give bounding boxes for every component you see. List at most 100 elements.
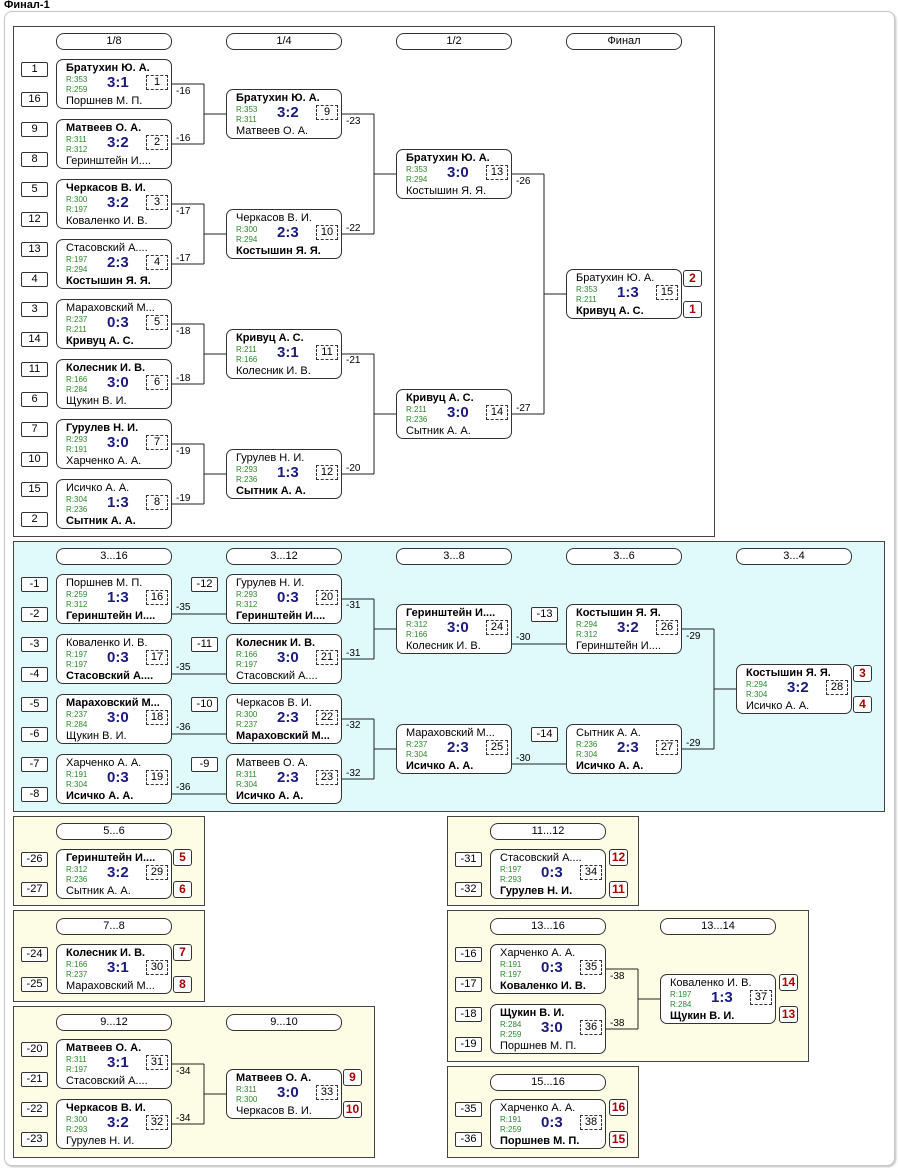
player-rating: R:197	[66, 205, 88, 214]
player-name: Мараховский М...	[66, 980, 155, 992]
match-score: 0:3	[107, 314, 129, 331]
place-badge: 16	[609, 1099, 628, 1116]
player-rating: R:191	[66, 445, 88, 454]
player-name: Костышин Я. Я.	[66, 275, 151, 287]
player-rating: R:300	[236, 225, 258, 234]
player-rating: R:237	[66, 710, 88, 719]
place-badge: 3	[853, 665, 872, 682]
round-header: 9...10	[226, 1014, 342, 1031]
match-score: 3:0	[447, 619, 469, 636]
seed-box: -36	[455, 1132, 482, 1147]
loser-label: -18	[176, 373, 191, 384]
player-rating: R:211	[576, 295, 597, 304]
player-rating: R:236	[66, 875, 88, 884]
place-badge: 14	[779, 974, 798, 991]
seed-box: 14	[21, 332, 48, 347]
match-number: 37	[750, 990, 772, 1005]
match-score: 2:3	[617, 739, 639, 756]
place-badge: 15	[609, 1131, 628, 1148]
player-name: Мараховский М...	[66, 697, 160, 709]
player-rating: R:304	[66, 780, 88, 789]
player-name: Поршнев М. П.	[500, 1135, 580, 1147]
round-header: 7...8	[56, 918, 172, 935]
match-number: 14	[486, 405, 508, 420]
match-score: 3:2	[787, 679, 809, 696]
player-rating: R:294	[66, 265, 88, 274]
match-score: 0:3	[541, 1114, 563, 1131]
round-header: 1/4	[226, 33, 342, 50]
player-rating: R:166	[66, 375, 88, 384]
round-header: 3...6	[566, 548, 682, 565]
player-rating: R:197	[670, 990, 692, 999]
place-badge: 8	[173, 976, 192, 993]
match-number: 26	[656, 620, 678, 635]
player-rating: R:353	[66, 75, 88, 84]
match-number: 25	[486, 740, 508, 755]
player-name: Харченко А. А.	[66, 757, 142, 769]
loser-label: -17	[176, 206, 191, 217]
player-rating: R:236	[406, 415, 428, 424]
player-name: Костышин Я. Я.	[746, 667, 831, 679]
player-rating: R:197	[236, 660, 258, 669]
player-name: Кривуц А. С.	[236, 332, 304, 344]
player-name: Матвеев О. А.	[236, 757, 309, 769]
seed-box: -23	[21, 1132, 48, 1147]
match-number: 29	[146, 865, 168, 880]
loser-label: -31	[346, 600, 361, 611]
match-number: 34	[580, 865, 602, 880]
player-name: Щукин В. И.	[500, 1007, 565, 1019]
loser-label: -16	[176, 133, 191, 144]
seed-box: -20	[21, 1042, 48, 1057]
match-score: 1:3	[107, 494, 129, 511]
player-name: Братухин Ю. А.	[576, 272, 655, 284]
seed-box: 11	[21, 362, 48, 377]
match-score: 2:3	[447, 739, 469, 756]
place-badge: 10	[343, 1101, 362, 1118]
loser-label: -18	[176, 326, 191, 337]
match-score: 0:3	[277, 589, 299, 606]
seed-box: -10	[191, 697, 218, 712]
player-rating: R:284	[66, 385, 88, 394]
player-name: Черкасов В. И.	[236, 697, 312, 709]
loser-label: -22	[346, 223, 361, 234]
player-rating: R:211	[236, 345, 257, 354]
place-badge: 6	[173, 881, 192, 898]
player-rating: R:294	[236, 235, 258, 244]
match-number: 21	[316, 650, 338, 665]
match-score: 3:1	[107, 74, 129, 91]
seed-box: -21	[21, 1072, 48, 1087]
player-name: Поршнев М. П.	[66, 95, 143, 107]
match-score: 2:3	[277, 769, 299, 786]
place-badge: 11	[609, 881, 628, 898]
player-rating: R:166	[66, 960, 88, 969]
match-number: 24	[486, 620, 508, 635]
seed-box: 1	[21, 62, 48, 77]
player-name: Сытник А. А.	[66, 515, 136, 527]
seed-box: -3	[21, 637, 48, 652]
player-rating: R:197	[66, 255, 88, 264]
player-rating: R:237	[66, 970, 88, 979]
match-score: 3:2	[107, 194, 129, 211]
match-score: 3:2	[617, 619, 639, 636]
match-score: 1:3	[277, 464, 299, 481]
player-rating: R:191	[500, 1115, 522, 1124]
player-rating: R:311	[66, 135, 87, 144]
player-rating: R:191	[66, 770, 88, 779]
round-header: 15...16	[490, 1074, 606, 1091]
player-name: Харченко А. А.	[500, 947, 576, 959]
player-rating: R:259	[500, 1030, 522, 1039]
player-name: Харченко А. А.	[66, 455, 142, 467]
player-rating: R:197	[500, 865, 522, 874]
loser-label: -30	[516, 753, 531, 764]
match-number: 31	[146, 1055, 168, 1070]
player-name: Братухин Ю. А.	[236, 92, 320, 104]
player-rating: R:304	[406, 750, 428, 759]
round-header: 13...14	[660, 918, 776, 935]
player-rating: R:259	[66, 590, 88, 599]
seed-box: -19	[455, 1037, 482, 1052]
seed-box: 2	[21, 512, 48, 527]
